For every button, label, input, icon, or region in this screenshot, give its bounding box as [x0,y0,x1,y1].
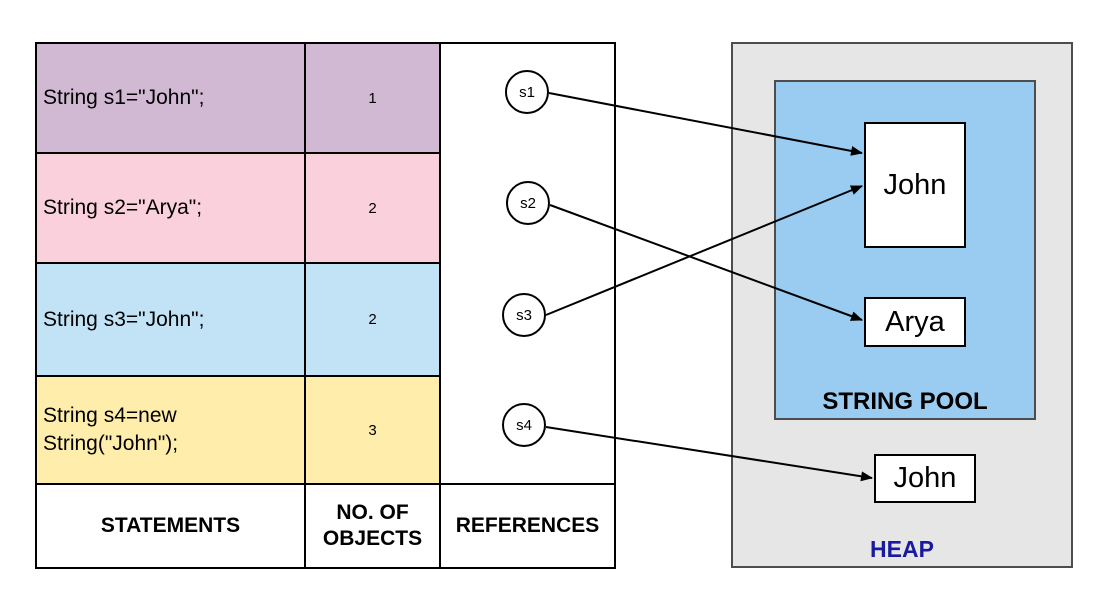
reference-s4: s4 [502,403,546,447]
objects-count: 2 [368,311,377,328]
statement-row-1: String s1="John"; [35,42,306,154]
reference-s1: s1 [505,70,549,114]
statement-text: String s2="Arya"; [43,196,203,219]
statement-row-3: String s3="John"; [35,262,306,377]
reference-label: s3 [516,306,532,324]
statement-text: String s1="John"; [43,86,205,109]
arrow-s1-to-john [548,92,863,156]
heap-value-label: John [893,462,957,494]
string-pool-label: STRING POOL [822,388,988,415]
header-objects: NO. OF OBJECTS [304,483,441,569]
reference-s3: s3 [502,293,546,337]
reference-label: s1 [519,83,535,101]
header-statements: STATEMENTS [35,483,306,569]
header-references: REFERENCES [439,483,616,569]
header-statements-label: STATEMENTS [100,514,241,537]
objects-count-row-3: 2 [304,262,441,377]
heap-label-text: HEAP [870,536,934,562]
reference-label: s2 [520,194,536,212]
heap-label: HEAP [731,536,1073,563]
objects-count-row-4: 3 [304,375,441,485]
arrow-s2-to-arya [549,204,863,321]
pool-value-arya: Arya [864,297,966,347]
pool-value-label: John [883,168,947,201]
header-objects-label: NO. OF OBJECTS [322,501,423,550]
pool-value-john: John [864,122,966,248]
statement-row-2: String s2="Arya"; [35,152,306,264]
objects-count: 2 [368,199,377,217]
arrow-s3-to-john [545,185,863,316]
statement-text: String s3="John"; [43,307,205,331]
pool-value-label: Arya [885,305,945,338]
reference-s2: s2 [506,181,550,225]
heap-value-john: John [874,454,976,503]
reference-label: s4 [516,416,532,434]
arrow-s4-to-heap-john [545,426,873,482]
header-references-label: REFERENCES [455,514,600,537]
statement-text: String s4=new String("John"); [43,404,179,455]
objects-count: 1 [368,89,377,107]
statement-row-4: String s4=new String("John"); [35,375,306,485]
objects-count: 3 [368,421,377,439]
